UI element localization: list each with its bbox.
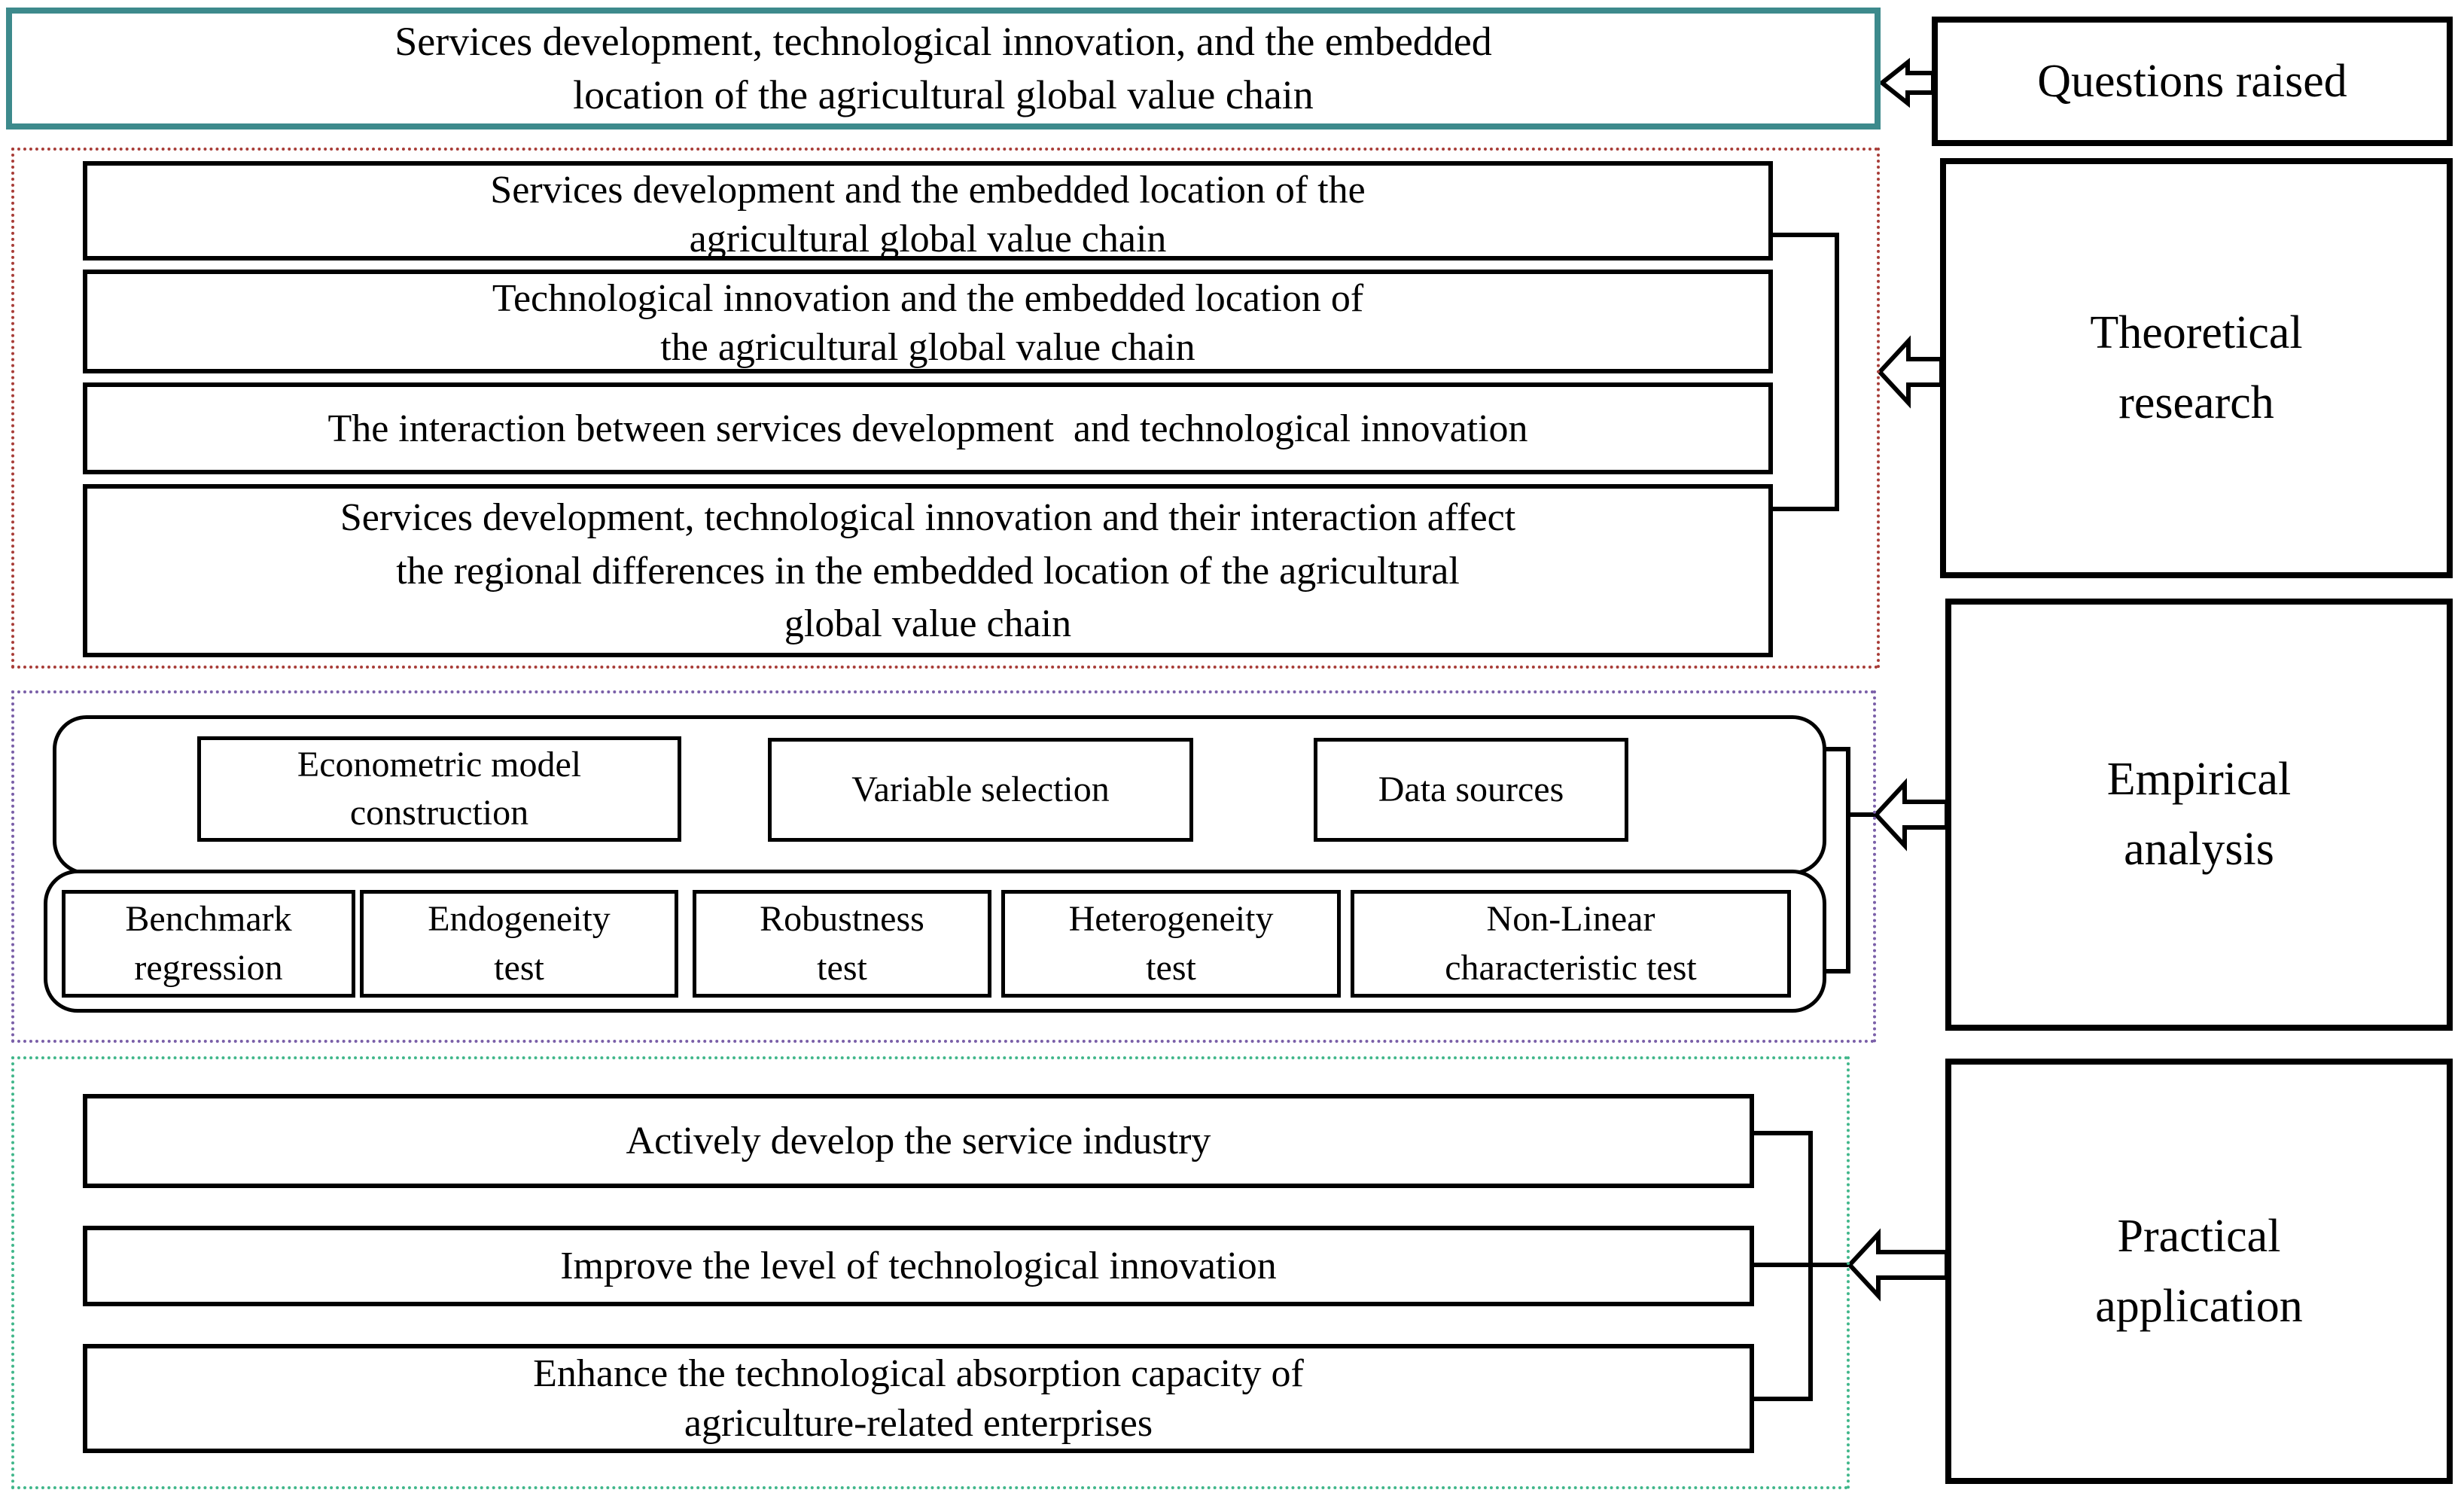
theoretical-section-container [11, 148, 1880, 669]
text-line: Improve the level of technological innov… [560, 1245, 1277, 1287]
text-line: test [817, 947, 867, 988]
text-line: agriculture-related enterprises [684, 1402, 1153, 1445]
text-line: the regional differences in the embedded… [396, 549, 1460, 593]
practical-box-1: Actively develop the service industry [83, 1094, 1754, 1188]
theoretical-box-3: The interaction between services develop… [83, 382, 1773, 474]
theoretical-box-2: Technological innovation and the embedde… [83, 270, 1773, 373]
nonlinear-test-box: Non-Linear characteristic test [1351, 890, 1791, 998]
text-line: Endogeneity [428, 899, 611, 940]
practical-section-container [11, 1056, 1850, 1489]
text-line: Theoretical [2090, 307, 2303, 358]
text-line: Actively develop the service industry [626, 1120, 1211, 1162]
practical-box-3: Enhance the technological absorption cap… [83, 1344, 1754, 1453]
heterogeneity-test-box: Heterogeneity test [1001, 890, 1341, 998]
econometric-model-box: Econometric model construction [197, 736, 681, 842]
text-line: Technological innovation and the embedde… [492, 277, 1364, 320]
robustness-test-box: Robustness test [693, 890, 991, 998]
text-line: Practical [2117, 1210, 2281, 1262]
text-line: regression [134, 947, 283, 988]
text-line: Empirical [2106, 754, 2292, 805]
practical-box-2: Improve the level of technological innov… [83, 1226, 1754, 1306]
text-line: Econometric model [297, 745, 582, 785]
text-line: Data sources [1378, 769, 1564, 809]
main-question-box: Services development, technological inno… [6, 8, 1881, 129]
text-line: research [2118, 377, 2274, 428]
text-line: Services development and the embedded lo… [490, 169, 1366, 212]
theoretical-box-1: Services development and the embedded lo… [83, 161, 1773, 261]
practical-application-box: Practical application [1945, 1059, 2453, 1484]
theoretical-box-4: Services development, technological inno… [83, 484, 1773, 657]
text-line: Services development, technological inno… [340, 495, 1516, 539]
benchmark-regression-box: Benchmark regression [62, 890, 355, 998]
main-question-line1: Services development, technological inno… [394, 18, 1492, 64]
text-line: application [2095, 1280, 2303, 1332]
empirical-section-container [11, 690, 1876, 1043]
text-line: Benchmark [125, 899, 292, 940]
variable-selection-box: Variable selection [768, 738, 1193, 842]
text-line: global value chain [784, 602, 1072, 646]
text-line: Non-Linear [1486, 899, 1655, 940]
text-line: test [494, 947, 544, 988]
arrow-theoretical-icon [1876, 335, 1944, 409]
text-line: characteristic test [1445, 947, 1697, 988]
endogeneity-test-box: Endogeneity test [360, 890, 678, 998]
text-line: Robustness [760, 899, 924, 940]
arrow-questions-icon [1878, 57, 1936, 108]
main-question-line2: location of the agricultural global valu… [573, 72, 1314, 117]
text-line: Enhance the technological absorption cap… [533, 1352, 1304, 1395]
text-line: test [1146, 947, 1196, 988]
text-line: The interaction between services develop… [327, 407, 1528, 450]
text-line: the agricultural global value chain [660, 326, 1195, 369]
text-line: agricultural global value chain [689, 218, 1167, 261]
text-line: Heterogeneity [1068, 899, 1274, 940]
arrow-practical-icon [1846, 1228, 1949, 1302]
data-sources-box: Data sources [1314, 738, 1628, 842]
questions-raised-box: Questions raised [1932, 17, 2453, 146]
questions-raised-label: Questions raised [2037, 55, 2347, 107]
text-line: Variable selection [851, 769, 1110, 809]
text-line: construction [349, 792, 529, 833]
theoretical-research-box: Theoretical research [1940, 158, 2453, 578]
arrow-empirical-icon [1872, 778, 1949, 852]
text-line: analysis [2124, 824, 2274, 875]
empirical-analysis-box: Empirical analysis [1945, 599, 2453, 1031]
